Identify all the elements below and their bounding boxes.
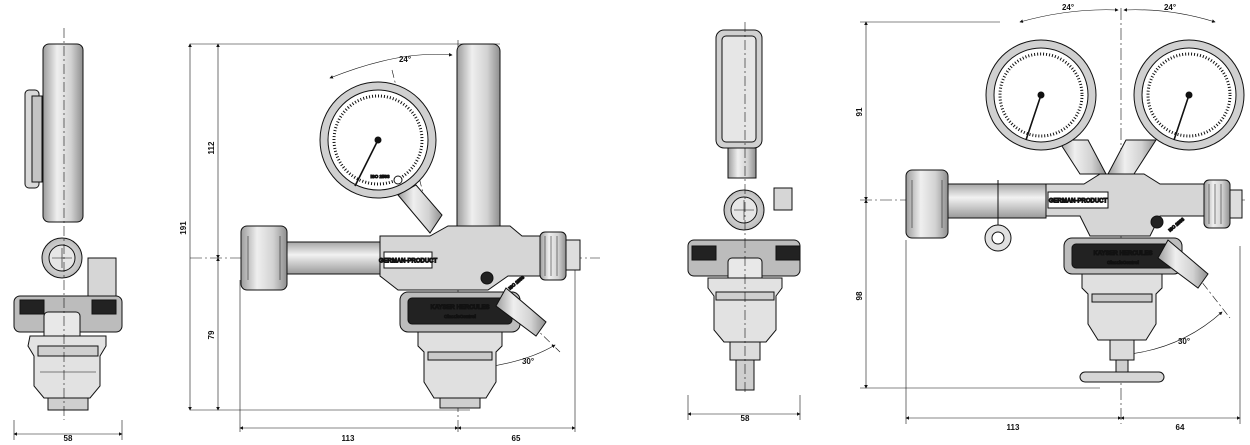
brand-sub-label: ClassicControl [444,314,476,319]
view-3-dims [687,22,801,420]
dim-113: 113 [342,434,355,443]
angle-24-left: 24° [1062,3,1074,12]
dim-79: 79 [207,330,216,339]
dim-112: 112 [207,141,216,154]
dim-64: 64 [1176,423,1185,432]
nameplate: GERMAN-PRODUCT [379,259,438,265]
angle-30: 30° [522,357,534,366]
gauge-iso: ISO 2503 [370,174,390,179]
angle-30-4: 30° [1178,337,1190,346]
right-gauge [1133,39,1245,151]
brand-label: KAYSER HERCULES [430,305,489,311]
dim-113-4: 113 [1007,423,1020,432]
iso-label-4: ISO 2503 [1167,216,1185,232]
dim-width: 58 [64,434,73,443]
dim-98: 98 [855,291,864,300]
nameplate-4: GERMAN-PRODUCT [1049,199,1108,205]
view-3-side [687,29,801,391]
angle-24: 24° [399,55,411,64]
dim-191: 191 [179,221,188,235]
brand-sub-label-4: ClassicControl [1107,260,1139,265]
brand-label-4: KAYSER HERCULES [1093,251,1152,257]
angle-24-right: 24° [1164,3,1176,12]
dim-65: 65 [512,434,521,443]
left-gauge [985,39,1097,151]
dim-91: 91 [855,107,864,116]
iso-label: ISO 2503 [507,274,525,290]
view-1-side [13,43,123,411]
view-2-regulator: GERMAN-PRODUCT ISO 2503 KAYSER HERCULES … [240,43,581,409]
pressure-gauge: ISO 2503 [319,81,437,199]
dim-width-3: 58 [741,414,750,423]
view-4-regulator: GERMAN-PRODUCT KAYSER HERCULES ClassicCo… [905,39,1245,383]
view-1-dims [13,28,123,440]
